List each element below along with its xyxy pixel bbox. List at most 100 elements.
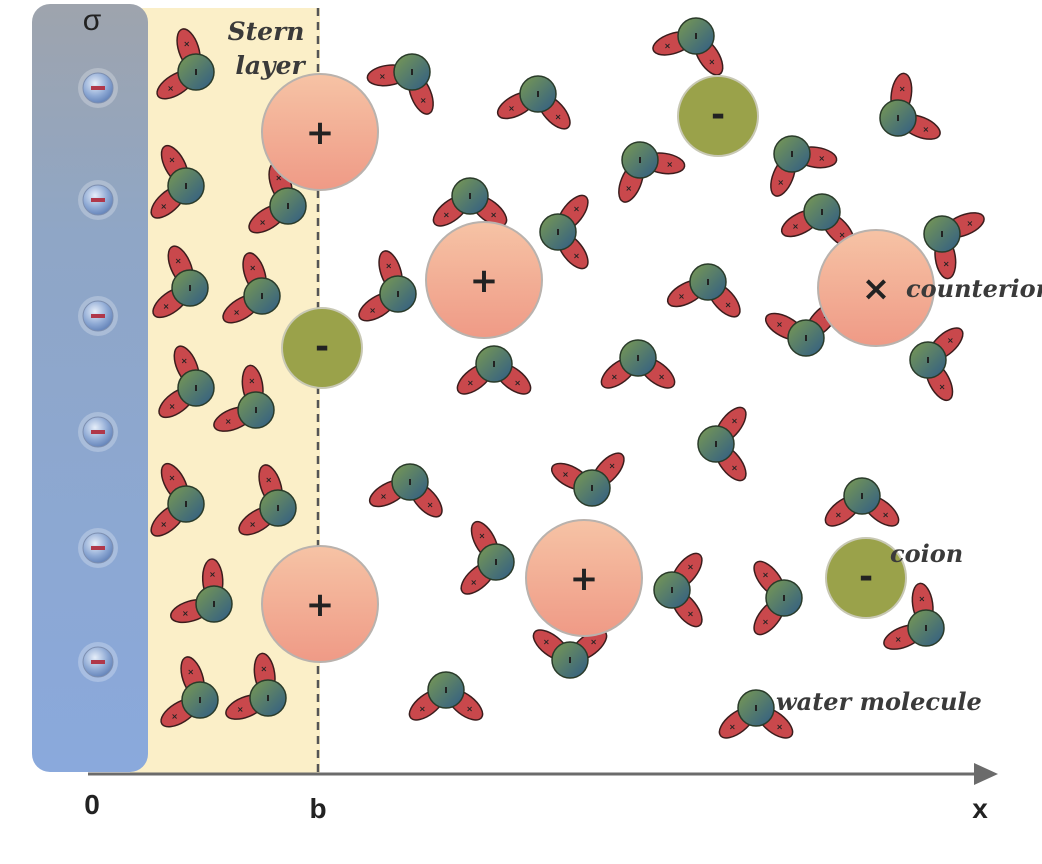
water-molecule: ×× bbox=[764, 302, 839, 357]
water-molecule: ×× bbox=[213, 364, 275, 432]
svg-text:×: × bbox=[562, 470, 569, 479]
water-molecule: ×× bbox=[358, 250, 417, 322]
svg-text:×: × bbox=[427, 500, 434, 509]
svg-text:×: × bbox=[687, 562, 694, 571]
water-molecule: ×× bbox=[718, 689, 794, 739]
svg-text:×: × bbox=[369, 306, 376, 315]
counterion: + bbox=[525, 519, 643, 637]
water-molecule: ×× bbox=[432, 177, 508, 227]
svg-text:×: × bbox=[762, 618, 769, 627]
svg-text:×: × bbox=[419, 704, 426, 713]
water-molecule: ×× bbox=[456, 345, 532, 395]
water-molecule: ×× bbox=[883, 582, 945, 650]
svg-text:×: × bbox=[762, 570, 769, 579]
coion-sign: - bbox=[315, 327, 329, 367]
water-molecule: ×× bbox=[600, 339, 676, 389]
svg-text:×: × bbox=[918, 594, 925, 603]
water-molecule: ×× bbox=[496, 75, 571, 130]
coion: - bbox=[677, 75, 759, 157]
surface-charge bbox=[78, 296, 118, 336]
counterion: + bbox=[261, 545, 379, 663]
svg-text:×: × bbox=[658, 372, 665, 381]
water-molecule: ×× bbox=[539, 194, 589, 270]
svg-text:×: × bbox=[380, 492, 387, 501]
layer-label: layer bbox=[235, 51, 306, 80]
counterion-sign: + bbox=[570, 559, 599, 599]
water-molecule: ×× bbox=[225, 652, 287, 720]
coion: - bbox=[281, 307, 363, 389]
svg-text:×: × bbox=[555, 112, 562, 121]
svg-text:×: × bbox=[939, 382, 946, 391]
water-molecule: ×× bbox=[923, 212, 985, 280]
water-molecule: ×× bbox=[158, 345, 215, 419]
stern-label: Stern bbox=[228, 17, 305, 46]
svg-text:×: × bbox=[725, 300, 732, 309]
water-molecule: ×× bbox=[532, 629, 608, 679]
water-molecule: ×× bbox=[653, 552, 703, 628]
surface-charge bbox=[78, 180, 118, 220]
svg-text:×: × bbox=[709, 57, 716, 66]
coion-sign: - bbox=[859, 557, 873, 597]
svg-text:×: × bbox=[835, 510, 842, 519]
counterion-label: counterion bbox=[906, 274, 1042, 303]
svg-text:×: × bbox=[467, 378, 474, 387]
water-molecule: ×× bbox=[460, 520, 515, 595]
water-molecule: ×× bbox=[222, 252, 281, 324]
surface-charges bbox=[78, 68, 118, 682]
svg-text:×: × bbox=[922, 125, 929, 134]
axis-b-label: b bbox=[309, 793, 326, 824]
svg-text:×: × bbox=[947, 336, 954, 345]
x-axis-arrowhead bbox=[974, 763, 998, 785]
svg-text:×: × bbox=[169, 156, 176, 165]
svg-text:×: × bbox=[175, 256, 182, 265]
svg-text:×: × bbox=[259, 218, 266, 227]
svg-text:×: × bbox=[687, 610, 694, 619]
svg-text:×: × bbox=[611, 372, 618, 381]
counterion: × bbox=[817, 229, 935, 347]
svg-text:×: × bbox=[966, 219, 973, 228]
svg-text:×: × bbox=[249, 520, 256, 529]
counterion: + bbox=[425, 221, 543, 339]
counterion-sign: + bbox=[470, 261, 499, 301]
svg-text:×: × bbox=[169, 474, 176, 483]
svg-text:×: × bbox=[260, 664, 267, 673]
svg-text:×: × bbox=[265, 475, 272, 484]
svg-text:×: × bbox=[776, 320, 783, 329]
surface-charge bbox=[78, 528, 118, 568]
svg-text:×: × bbox=[678, 292, 685, 301]
coion-label: coion bbox=[890, 539, 963, 568]
water-molecule: ×× bbox=[879, 72, 941, 140]
svg-text:×: × bbox=[792, 222, 799, 231]
counterion-sign: + bbox=[306, 113, 335, 153]
svg-text:×: × bbox=[625, 184, 632, 193]
svg-text:×: × bbox=[163, 302, 170, 311]
water-molecule: ×× bbox=[366, 53, 434, 115]
svg-text:×: × bbox=[182, 609, 189, 618]
svg-text:×: × bbox=[479, 532, 486, 541]
water-molecule: ×× bbox=[824, 477, 900, 527]
coion-sign: - bbox=[711, 95, 725, 135]
svg-text:×: × bbox=[731, 416, 738, 425]
svg-text:×: × bbox=[895, 635, 902, 644]
svg-text:×: × bbox=[470, 578, 477, 587]
water-molecule: ×× bbox=[368, 463, 443, 518]
water-molecule: ×× bbox=[753, 560, 803, 636]
water-molecule: ×× bbox=[170, 558, 233, 624]
water-molecule: ×× bbox=[697, 406, 747, 482]
svg-text:×: × bbox=[818, 154, 825, 163]
surface-charge bbox=[78, 68, 118, 108]
svg-text:×: × bbox=[573, 252, 580, 261]
svg-text:×: × bbox=[508, 104, 515, 113]
water-molecule: ×× bbox=[770, 135, 838, 197]
water-molecules: ××××××××××××××××××××××××××××××××××××××××… bbox=[150, 17, 985, 739]
svg-text:×: × bbox=[275, 173, 282, 182]
svg-text:×: × bbox=[899, 84, 906, 93]
svg-text:×: × bbox=[514, 378, 521, 387]
coion: - bbox=[825, 537, 907, 619]
svg-text:×: × bbox=[731, 464, 738, 473]
water-molecule-label: water molecule bbox=[776, 687, 982, 716]
svg-text:×: × bbox=[249, 263, 256, 272]
svg-text:×: × bbox=[490, 210, 497, 219]
ions: + + × + + - - - bbox=[261, 73, 935, 663]
svg-text:×: × bbox=[664, 41, 671, 50]
